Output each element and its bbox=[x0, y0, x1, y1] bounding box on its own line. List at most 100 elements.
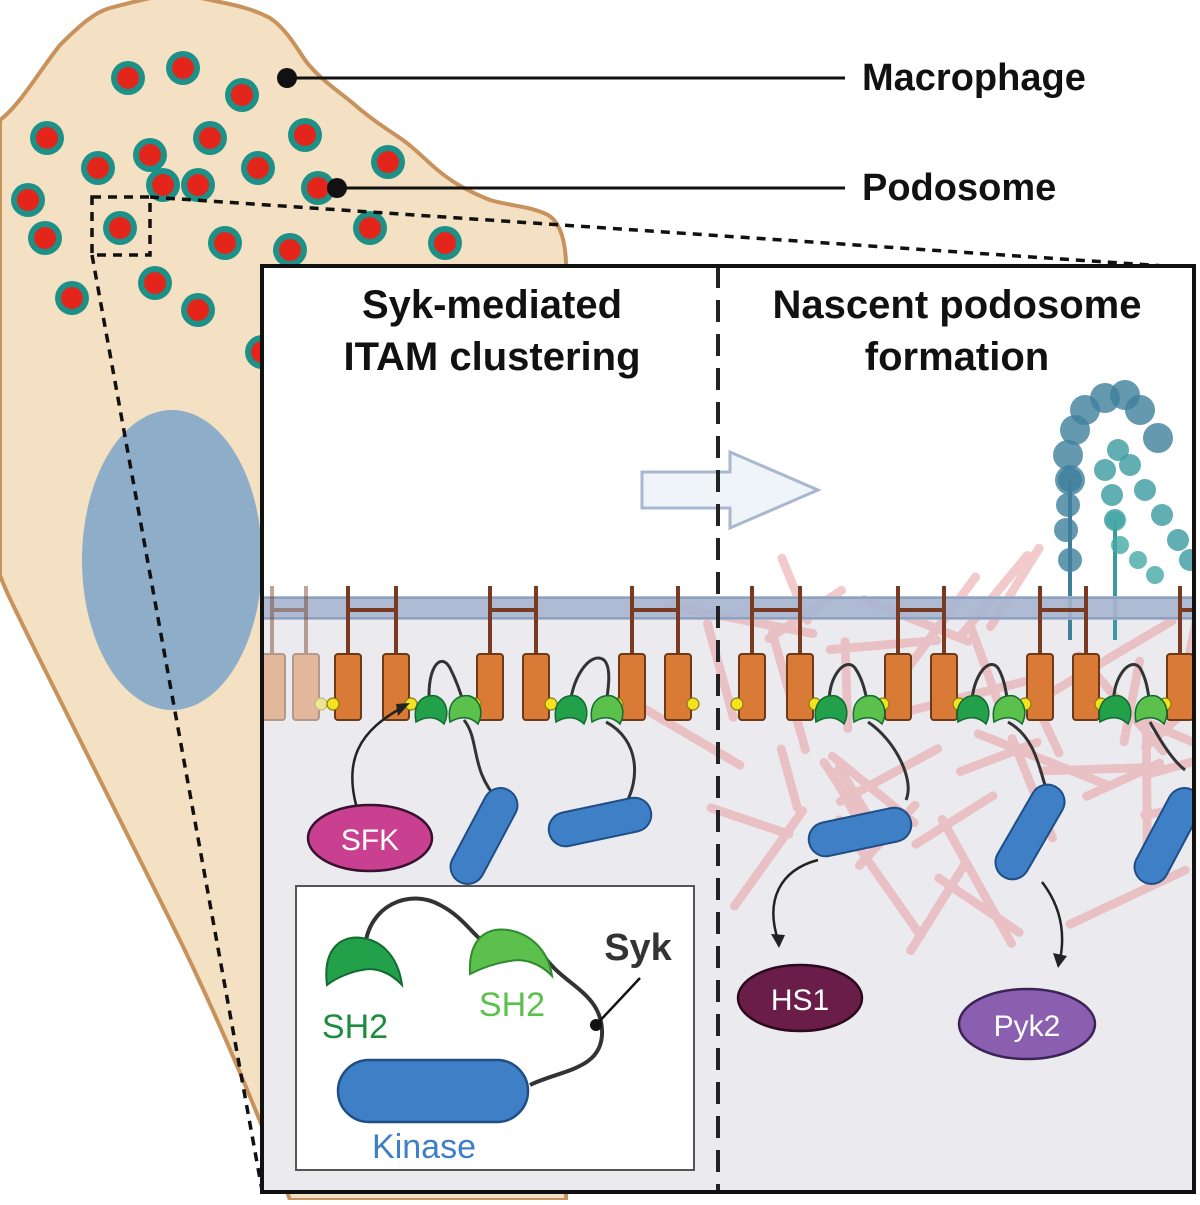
podosome bbox=[301, 171, 335, 205]
cap-bead bbox=[1151, 504, 1173, 526]
actin-filament bbox=[1041, 615, 1179, 701]
cap-bead bbox=[1146, 566, 1164, 584]
legend-sh2-right-label: SH2 bbox=[479, 986, 545, 1024]
pyk2-arrowhead bbox=[1053, 953, 1067, 968]
podosome bbox=[146, 168, 180, 202]
kinase-domain bbox=[994, 783, 1066, 881]
cap-bead bbox=[1058, 548, 1082, 572]
zoom-source-box bbox=[90, 195, 152, 257]
podosome-core bbox=[139, 144, 161, 166]
actin-filament bbox=[702, 616, 738, 722]
actin-filament bbox=[819, 757, 863, 819]
actin-filament bbox=[1119, 654, 1145, 747]
receptor-pair bbox=[262, 586, 328, 721]
podosome bbox=[193, 121, 227, 155]
receptor-tail bbox=[930, 653, 958, 721]
cap-bead bbox=[1056, 493, 1080, 517]
sh2-domain bbox=[1098, 694, 1132, 726]
podosome-core bbox=[61, 287, 83, 309]
transition-arrow bbox=[640, 449, 822, 531]
podosome-label-group: Podosome bbox=[327, 167, 1056, 209]
podosome-core bbox=[144, 272, 166, 294]
itam-motif bbox=[686, 697, 700, 711]
legend-sh2-dark bbox=[325, 936, 404, 989]
podosome-core bbox=[36, 127, 58, 149]
macrophage-label: Macrophage bbox=[862, 57, 1086, 99]
receptor-tail bbox=[1026, 653, 1054, 721]
podosome-core bbox=[359, 217, 381, 239]
actin-filament bbox=[776, 744, 802, 813]
receptor-tail bbox=[664, 653, 692, 721]
receptor-tail bbox=[476, 653, 504, 721]
receptor-pair bbox=[468, 586, 558, 721]
pyk2-arrow bbox=[1041, 881, 1064, 961]
cap-bead bbox=[1119, 454, 1141, 476]
itam-motif bbox=[544, 697, 558, 711]
legend-sh2-light bbox=[468, 928, 554, 980]
podosome bbox=[371, 145, 405, 179]
actin-filament bbox=[911, 791, 998, 849]
sfk-protein: SFK bbox=[306, 703, 434, 873]
podosome bbox=[103, 211, 137, 245]
panel-upper-bg bbox=[262, 266, 1194, 596]
receptor-tail bbox=[1166, 653, 1194, 721]
cap-bead bbox=[1179, 549, 1194, 571]
receptor-tail bbox=[522, 653, 550, 721]
actin-filament bbox=[955, 737, 1042, 776]
receptor-tail bbox=[738, 653, 766, 721]
itam-motif bbox=[326, 697, 340, 711]
receptor-tail bbox=[382, 653, 410, 721]
zoom-line-bottom bbox=[90, 254, 264, 1191]
cap-bead bbox=[1106, 511, 1124, 529]
itam-motif bbox=[314, 697, 328, 711]
podosome bbox=[81, 151, 115, 185]
syk-kinase-linker bbox=[605, 720, 636, 806]
right-panel-title-line2: formation bbox=[865, 335, 1049, 379]
podosome-core bbox=[152, 174, 174, 196]
podosome bbox=[353, 211, 387, 245]
podosome-leader-dot bbox=[327, 178, 347, 198]
macrophage-leader-dot bbox=[277, 68, 297, 88]
syk-legend-inset: Syk SH2 SH2 Kinase bbox=[295, 885, 695, 1171]
hs1-protein: HS1 bbox=[736, 858, 864, 1033]
actin-filament bbox=[973, 729, 1114, 791]
podosome-core bbox=[231, 84, 253, 106]
syk-interdomain-linker bbox=[568, 656, 611, 711]
sh2-domain bbox=[590, 694, 624, 726]
podosome bbox=[181, 293, 215, 327]
podosome-core bbox=[187, 174, 209, 196]
podosome bbox=[428, 226, 462, 260]
legend-sh2-left-label: SH2 bbox=[322, 1008, 388, 1046]
podosome-core bbox=[87, 157, 109, 179]
podosome bbox=[30, 121, 64, 155]
receptor-tail bbox=[1072, 653, 1100, 721]
pyk2-label: Pyk2 bbox=[994, 1010, 1061, 1043]
actin-filament bbox=[704, 802, 794, 839]
nucleus bbox=[82, 410, 262, 710]
sfk-arrow bbox=[351, 704, 406, 819]
syk-molecule bbox=[807, 663, 913, 858]
podosome bbox=[138, 266, 172, 300]
syk-molecule bbox=[1098, 663, 1194, 885]
receptor-pair bbox=[326, 586, 418, 721]
podosome-core bbox=[109, 217, 131, 239]
syk-interdomain-linker bbox=[970, 663, 1010, 711]
hs1-arrow bbox=[772, 858, 819, 941]
actin-filament bbox=[890, 674, 1039, 720]
pyk2-ellipse bbox=[957, 987, 1097, 1061]
podosome-core bbox=[17, 189, 39, 211]
actin-filament bbox=[937, 814, 1017, 950]
cap-bead bbox=[1058, 468, 1082, 492]
syk-molecule bbox=[956, 663, 1066, 881]
receptor-tail bbox=[292, 653, 320, 721]
sh2-domain bbox=[1134, 694, 1168, 726]
sh2-domain bbox=[414, 694, 448, 726]
kinase-domain bbox=[449, 787, 519, 885]
sh2-domain bbox=[448, 694, 482, 726]
macrophage-label-group: Macrophage bbox=[277, 57, 1086, 99]
podosome-dots bbox=[11, 51, 462, 369]
actin-filament bbox=[1141, 727, 1152, 860]
sh2-domain bbox=[852, 694, 886, 726]
syk-interdomain-linker bbox=[427, 660, 466, 711]
kinase-domain bbox=[807, 806, 913, 858]
